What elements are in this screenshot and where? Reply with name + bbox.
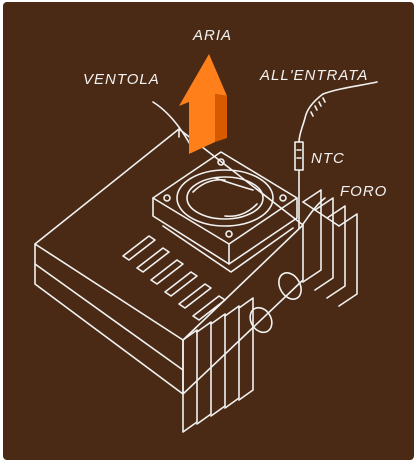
label-foro: FORO — [340, 183, 388, 200]
fan-rotor-opening — [176, 169, 274, 227]
fan-right-side — [228, 197, 298, 265]
line-art — [34, 81, 378, 433]
ntc-probe — [294, 93, 326, 229]
ntc-twist — [310, 97, 326, 117]
fin — [136, 247, 170, 273]
fan-left-side — [152, 197, 230, 265]
foro-leader — [302, 197, 326, 225]
heatsink-edge-line — [34, 263, 184, 371]
air-arrow — [179, 54, 227, 154]
side-fin — [314, 197, 334, 291]
fan-mount-hole — [163, 194, 171, 202]
side-fins-front — [182, 297, 254, 433]
air-arrow-shade — [215, 94, 227, 142]
fan-mount-hole — [225, 230, 233, 238]
fin — [122, 235, 156, 261]
heatsink — [34, 128, 304, 395]
side-fin — [302, 189, 322, 283]
fan-mount-hole — [217, 158, 225, 166]
label-ventola: VENTOLA — [83, 71, 160, 88]
front-fin — [196, 321, 212, 425]
ventola-leader — [152, 101, 192, 147]
fan-shadow — [162, 225, 294, 273]
label-all-entrata: ALL'ENTRATA — [260, 67, 369, 84]
fan-blade — [214, 177, 254, 191]
fan-rotor-hub-ring — [186, 176, 264, 220]
heatsink-fan-diagram — [3, 2, 414, 460]
fin — [178, 283, 212, 309]
fin — [164, 271, 198, 297]
fan — [152, 151, 298, 273]
label-aria: ARIA — [193, 27, 233, 44]
side-fin — [338, 213, 358, 307]
heatsink-right-face — [182, 224, 304, 395]
front-fin — [210, 313, 226, 417]
fin — [192, 295, 226, 321]
all-entrata-leader — [322, 81, 378, 95]
fin — [150, 259, 184, 285]
diagram-panel: ARIA VENTOLA ALL'ENTRATA NTC FORO — [3, 2, 414, 460]
ntc-wire — [298, 93, 324, 143]
leader-lines — [152, 81, 378, 225]
side-fin — [326, 205, 346, 299]
hole — [278, 272, 302, 300]
label-ntc: NTC — [311, 150, 345, 167]
fan-blade — [224, 203, 258, 218]
front-fin — [238, 297, 254, 401]
front-fin — [224, 305, 240, 409]
side-fin-top — [302, 201, 340, 227]
side-fins-right — [302, 189, 358, 307]
top-fins — [122, 235, 226, 321]
fan-mount-hole — [279, 194, 287, 202]
front-fin — [182, 329, 198, 433]
